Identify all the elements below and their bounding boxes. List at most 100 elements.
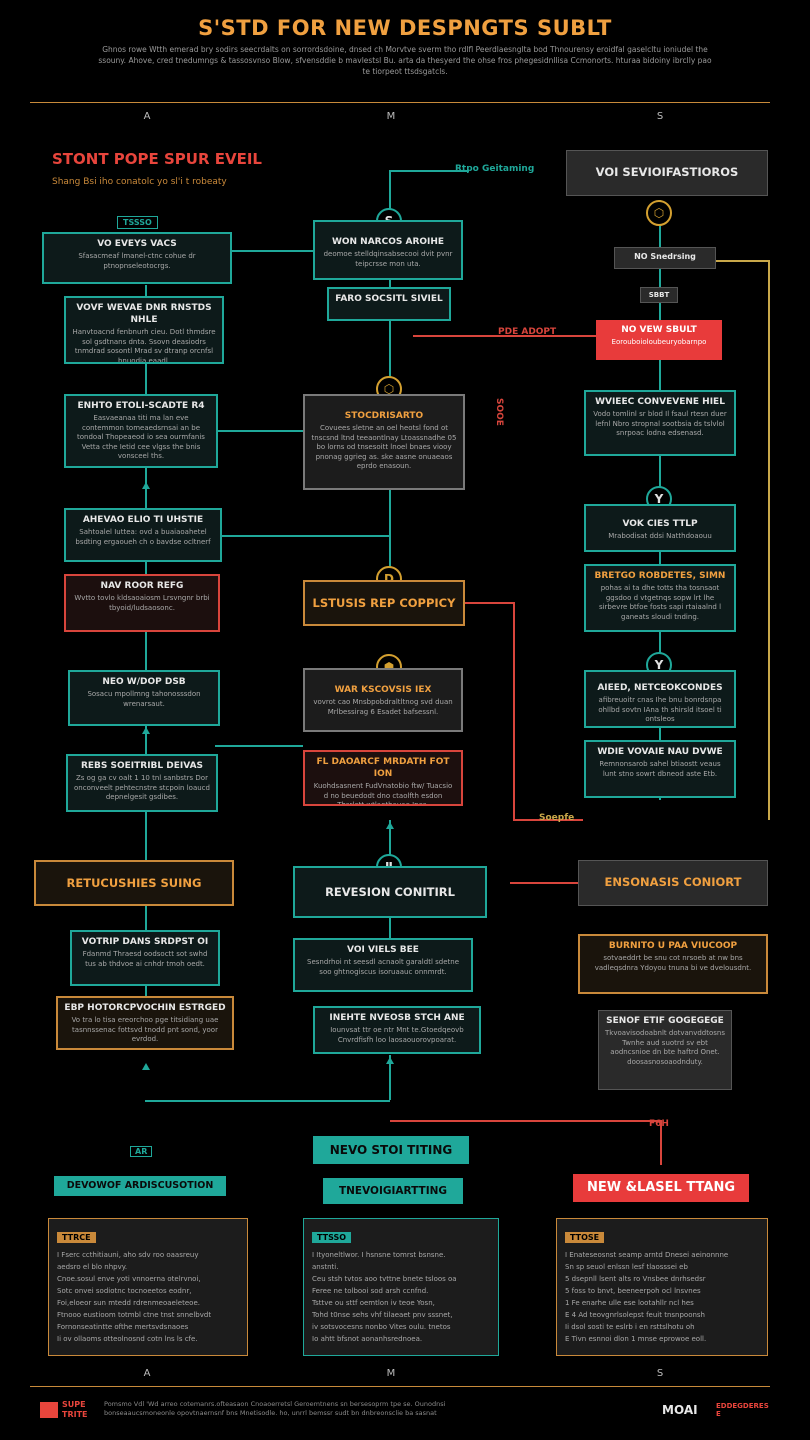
mid-box-5-title: WAR KSCOVSIS IEX xyxy=(334,685,432,695)
column-label-s: S xyxy=(656,111,664,122)
left-box-8[interactable]: RETUCUSHIES SUING xyxy=(34,860,234,906)
left-box-9-title: VOTRIP DANS SRDPST OI xyxy=(81,937,209,947)
left-box-3-body: Easvaeanaa titi ma lan eve contemmon tom… xyxy=(77,414,205,460)
left-box-3-title: ENHTO ETOLI-SCADTE R4 xyxy=(77,401,205,411)
right-nd-tag: SBBT xyxy=(640,287,678,303)
link-2 xyxy=(212,430,304,432)
mid-box-7[interactable]: REVESION CONITIRL xyxy=(293,866,487,918)
mid-top-label: Rtpo Geitaming xyxy=(455,164,535,174)
list-item: 1 Fe enarhe ulle ese lootahllr ncl hes xyxy=(565,1299,694,1307)
red-link-lower xyxy=(390,1120,660,1122)
left-box-5-title: NAV ROOR REFG xyxy=(100,581,184,591)
right-box-8[interactable]: SENOF ETIF GOGEGEGE Tkvoavisodoabnlt dot… xyxy=(598,1010,732,1090)
mid-box-2-title: FARO SOCSITL SIVIEL xyxy=(335,294,443,304)
red-link-mid xyxy=(465,602,515,604)
right-top-box[interactable]: VOI SEVIOIFASTIOROS xyxy=(566,150,768,196)
left-box-1-title: VO EVEYS VACS xyxy=(97,239,177,249)
right-nd-box[interactable]: NO Snedrsing xyxy=(614,247,716,269)
column-label-a-bottom: A xyxy=(143,1368,151,1379)
right-box-3[interactable]: BRETGO ROBDETES, SIMN pohas ai ta dhe to… xyxy=(584,564,736,632)
right-box-3-body: pohas ai ta dhe totts tha tosnsaot ggsdo… xyxy=(598,584,722,621)
mid-connector-top xyxy=(389,170,391,220)
mid-box-9-body: Iounvsat ttr oe ntr Mnt te.Gtoedqeovb Cn… xyxy=(330,1026,464,1044)
list-item: Sn sp seuol enlssn lesf tlaosssei eb xyxy=(565,1263,688,1271)
mid-box-1[interactable]: WON NARCOS AROIHE deomoe stelldqinsabsec… xyxy=(313,220,463,280)
left-box-3[interactable]: ENHTO ETOLI-SCADTE R4 Easvaeanaa titi ma… xyxy=(64,394,218,468)
red-vertical-label: SOOE xyxy=(494,398,504,426)
right-box-5[interactable]: WDIE VOVAIE NAU DVWE Remnonsarob sahel b… xyxy=(584,740,736,798)
left-box-4[interactable]: AHEVAO ELIO TI UHSTIE Sahtoalel Iuttea: … xyxy=(64,508,222,562)
left-box-7-title: REBS SOEITRIBL DEIVAS xyxy=(80,761,204,771)
mid-box-8-title: VOI VIELS BEE xyxy=(347,945,419,955)
mid-box-6[interactable]: FL DAOARCF MRDATH FOT ION Kuohdsasnent F… xyxy=(303,750,463,806)
left-box-6-body: Sosacu mpollmng tahonosssdon wrenarsaut. xyxy=(87,690,201,708)
right-red-box-title: NO VEW SBULT xyxy=(621,325,697,335)
left-box-6[interactable]: NEO W/DOP DSB Sosacu mpollmng tahonosssd… xyxy=(68,670,220,726)
right-box-7-body: sotvaeddrt be snu cot nrsoeb at nw bns v… xyxy=(594,954,752,972)
mid-box-3-title: STOCDRISARTO xyxy=(344,411,424,421)
left-box-4-title: AHEVAO ELIO TI UHSTIE xyxy=(82,515,204,525)
list-box-a-head: TTRCE xyxy=(57,1232,96,1243)
list-box-s-head: TTOSE xyxy=(565,1232,605,1243)
right-box-3-title: BRETGO ROBDETES, SIMN xyxy=(594,571,726,581)
red-link-lower-v xyxy=(660,1120,662,1165)
list-item: E 4 Ad teovgnrlsolepst feuit tnsnpoonsh xyxy=(565,1311,705,1319)
right-box-2[interactable]: VOK CIES TTLP Mrabodisat ddsi Natthdoaou… xyxy=(584,504,736,552)
mid-box-4-title: LSTUSIS REP COPPICY xyxy=(312,596,456,610)
right-box-1-body: Vodo tomlinl sr blod Il fsaul rtesn duer… xyxy=(593,410,727,437)
mid-box-8[interactable]: VOI VIELS BEE Sesndrhoi nt seesdl acnaol… xyxy=(293,938,473,992)
left-bottom-tag: AR xyxy=(130,1146,153,1157)
arrow-up-icon xyxy=(142,482,150,489)
link-4 xyxy=(215,745,303,747)
right-outer-connector xyxy=(768,260,770,820)
list-item: Io ahtt bfsnot aonanhsrednoea. xyxy=(312,1335,423,1343)
list-item: Sotc onvei sodiotnc tocnoeetos eodnr, xyxy=(57,1287,192,1295)
left-bottom-bar: DEVOWOF ARDISCUSOTION xyxy=(54,1176,226,1196)
list-item: Tohd t0nse sehs vhf tilaeaet pnv sssnet, xyxy=(312,1311,453,1319)
list-box-m-head: TTSSO xyxy=(312,1232,352,1243)
list-item: I Enateseosnst seamp arntd Dnesei aeinon… xyxy=(565,1251,729,1259)
list-item: aedsro el blo nhpvy. xyxy=(57,1263,128,1271)
mid-box-4[interactable]: LSTUSIS REP COPPICY xyxy=(303,580,465,626)
list-item: Fornonseatintte ofthe mertsvdsnaoes xyxy=(57,1323,189,1331)
left-box-1[interactable]: VO EVEYS VACS Sfasacmeaf lmanel-ctnc coh… xyxy=(42,232,232,284)
red-link-top xyxy=(413,335,598,337)
right-box-1-title: WVIEEC CONVEVENE HIEL xyxy=(595,397,725,407)
right-box-7[interactable]: BURNITO U PAA VIUCOOP sotvaeddrt be snu … xyxy=(578,934,768,994)
right-box-4-title: AIEED, NETCEOKCONDES xyxy=(597,683,723,693)
right-box-4[interactable]: AIEED, NETCEOKCONDES afibreuoitr cnas Ih… xyxy=(584,670,736,728)
footer-right-logo: MOAI xyxy=(662,1403,698,1417)
right-box-8-title: SENOF ETIF GOGEGEGE xyxy=(606,1016,724,1026)
red-link-right xyxy=(510,882,578,884)
footer-divider xyxy=(30,1386,770,1387)
mid-box-3[interactable]: STOCDRISARTO Covuees sletne an oel heots… xyxy=(303,394,465,490)
left-box-10[interactable]: EBP HOTORCPVOCHIN ESTRGED Vo tra lo tisa… xyxy=(56,996,234,1050)
mid-box-5[interactable]: WAR KSCOVSIS IEX vovrot cao Mnsbpobdralt… xyxy=(303,668,463,732)
left-box-2[interactable]: VOVF WEVAE DNR RNSTDS NHLE Hanvtoacnd fe… xyxy=(64,296,224,364)
mid-box-9[interactable]: INEHTE NVEOSB STCH ANE Iounvsat ttr oe n… xyxy=(313,1006,481,1054)
column-label-a: A xyxy=(143,111,151,122)
column-label-m-bottom: M xyxy=(386,1368,396,1379)
red-link-bottom xyxy=(513,819,583,821)
header-divider xyxy=(30,102,770,103)
right-red-bar: NEW &LASEL TTANG xyxy=(573,1174,749,1202)
footer-logo-text: SUPE TRITE xyxy=(62,1400,88,1419)
right-box-8-body: Tkvoavisodoabnlt dotvanvddtosns Twnhe au… xyxy=(605,1029,725,1066)
right-box-6-title: ENSONASIS CONIORT xyxy=(604,875,742,889)
left-box-5[interactable]: NAV ROOR REFG Wvtto tovlo kldsaoaiosm Lr… xyxy=(64,574,220,632)
right-nd-label: NO Snedrsing xyxy=(634,252,696,261)
left-box-5-body: Wvtto tovlo kldsaoaiosm Lrsvngnr brbi tb… xyxy=(74,594,210,612)
left-box-9[interactable]: VOTRIP DANS SRDPST OI Fdanmd Thraesd ood… xyxy=(70,930,220,986)
arrow-up-icon xyxy=(142,727,150,734)
right-outer-link xyxy=(700,260,770,262)
right-red-box[interactable]: NO VEW SBULT Eorouboioloubeuryobarnpo xyxy=(596,320,722,360)
right-box-1[interactable]: WVIEEC CONVEVENE HIEL Vodo tomlinl sr bl… xyxy=(584,390,736,456)
right-box-6[interactable]: ENSONASIS CONIORT xyxy=(578,860,768,906)
right-box-5-body: Remnonsarob sahel btiaostt veaus lunt st… xyxy=(599,760,721,778)
left-box-8-title: RETUCUSHIES SUING xyxy=(66,876,202,890)
mid-box-7-title: REVESION CONITIRL xyxy=(325,885,455,899)
lock-icon: ⬡ xyxy=(646,200,672,226)
page-title: S'STD FOR NEW DESPNGTS SUBLT xyxy=(198,16,612,40)
left-box-7[interactable]: REBS SOEITRIBL DEIVAS Zs og ga cv oalt 1… xyxy=(66,754,218,812)
mid-box-2[interactable]: FARO SOCSITL SIVIEL xyxy=(327,287,451,321)
